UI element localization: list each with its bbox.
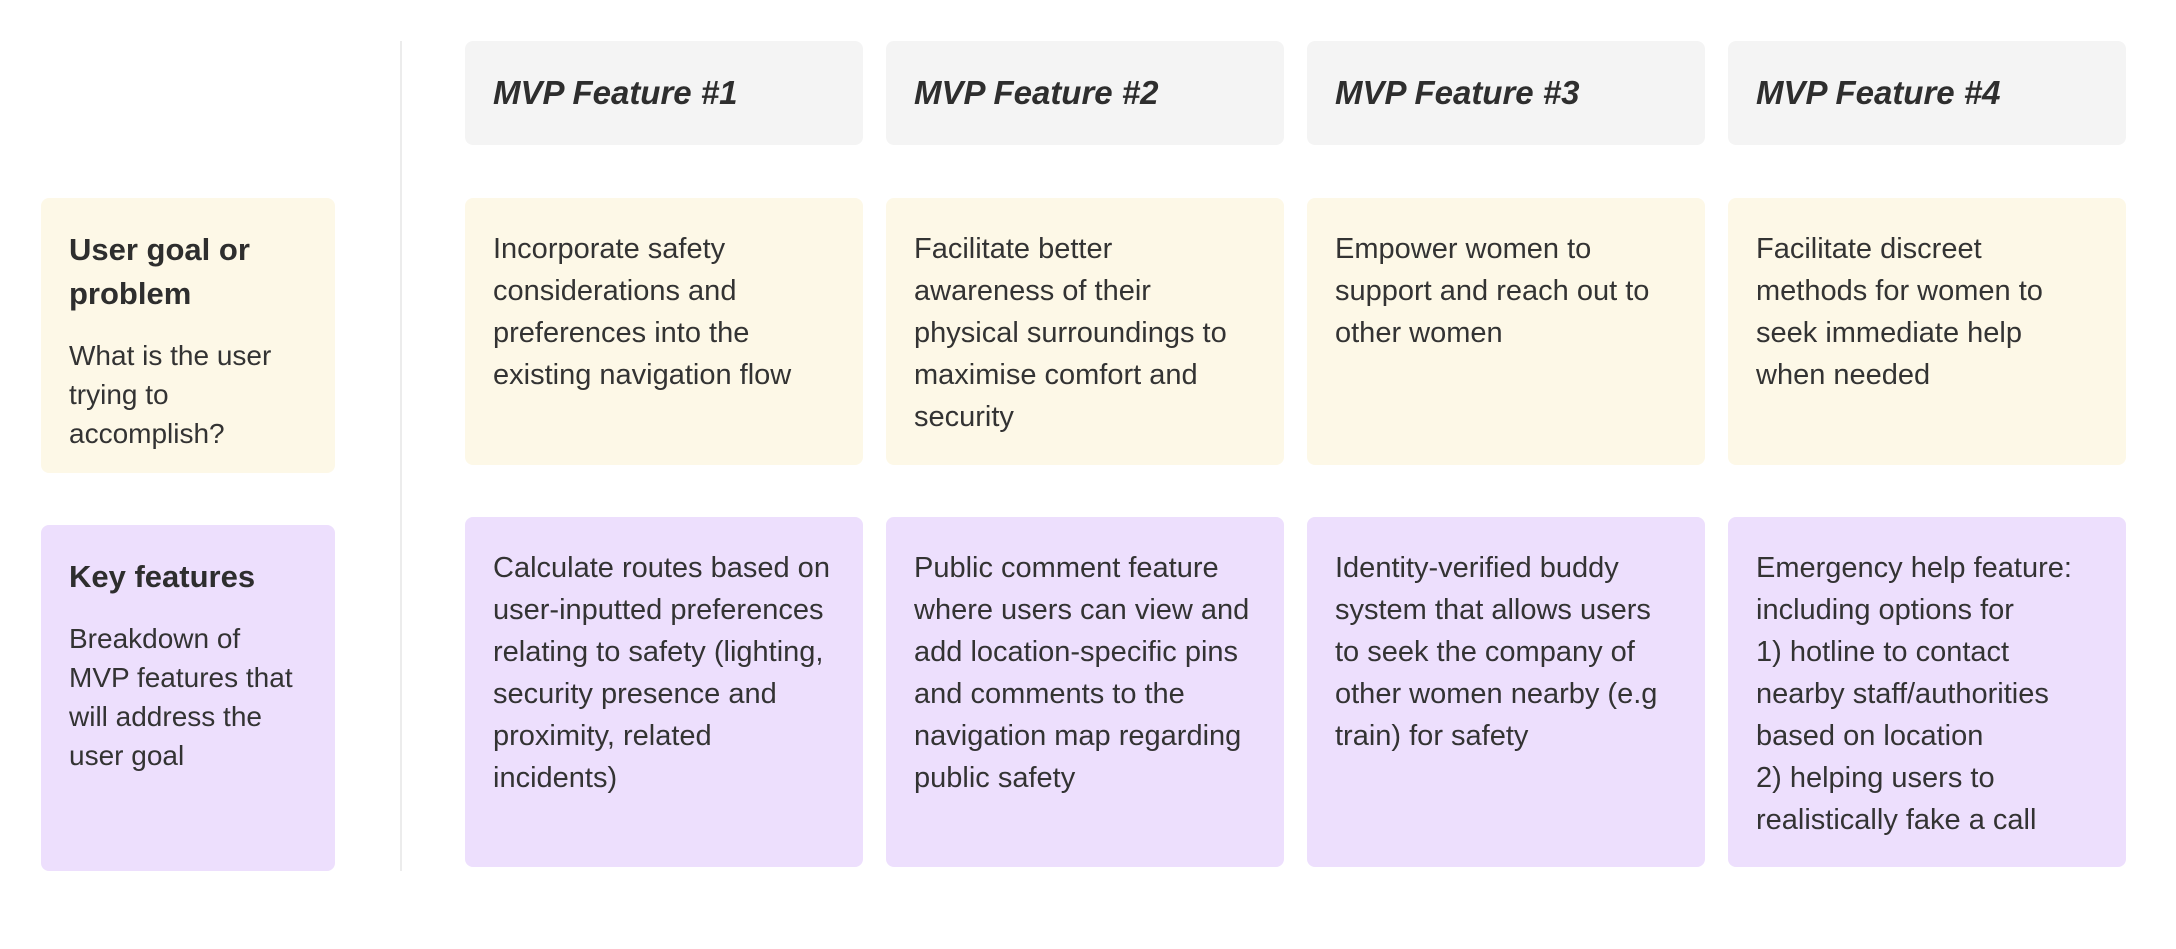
row-label-title: User goal or problem [69,232,250,311]
goal-cell-1: Incorporate safety considerations and pr… [465,198,863,465]
column-header-4: MVP Feature #4 [1728,41,2126,145]
row-label-user-goal: User goal or problem What is the user tr… [41,198,335,473]
goal-cell-3: Empower women to support and reach out t… [1307,198,1705,465]
row-label-title: Key features [69,559,256,594]
column-header-label: MVP Feature #4 [1756,74,2001,111]
column-header-3: MVP Feature #3 [1307,41,1705,145]
goal-cell-4: Facilitate discreet methods for women to… [1728,198,2126,465]
feature-cell-4: Emergency help feature: including option… [1728,517,2126,867]
feature-cell-1: Calculate routes based on user-inputted … [465,517,863,867]
feature-cell-2: Public comment feature where users can v… [886,517,1284,867]
column-header-label: MVP Feature #2 [914,74,1159,111]
column-header-2: MVP Feature #2 [886,41,1284,145]
column-header-label: MVP Feature #1 [493,74,738,111]
row-label-key-features: Key features Breakdown of MVP features t… [41,525,335,871]
column-header-label: MVP Feature #3 [1335,74,1580,111]
row-label-subtitle: What is the user trying to accomplish? [69,340,272,449]
feature-cell-3: Identity-verified buddy system that allo… [1307,517,1705,867]
goal-cell-2: Facilitate better awareness of their phy… [886,198,1284,465]
column-header-1: MVP Feature #1 [465,41,863,145]
row-label-subtitle: Breakdown of MVP features that will addr… [69,623,293,771]
row-label-divider [400,41,402,871]
